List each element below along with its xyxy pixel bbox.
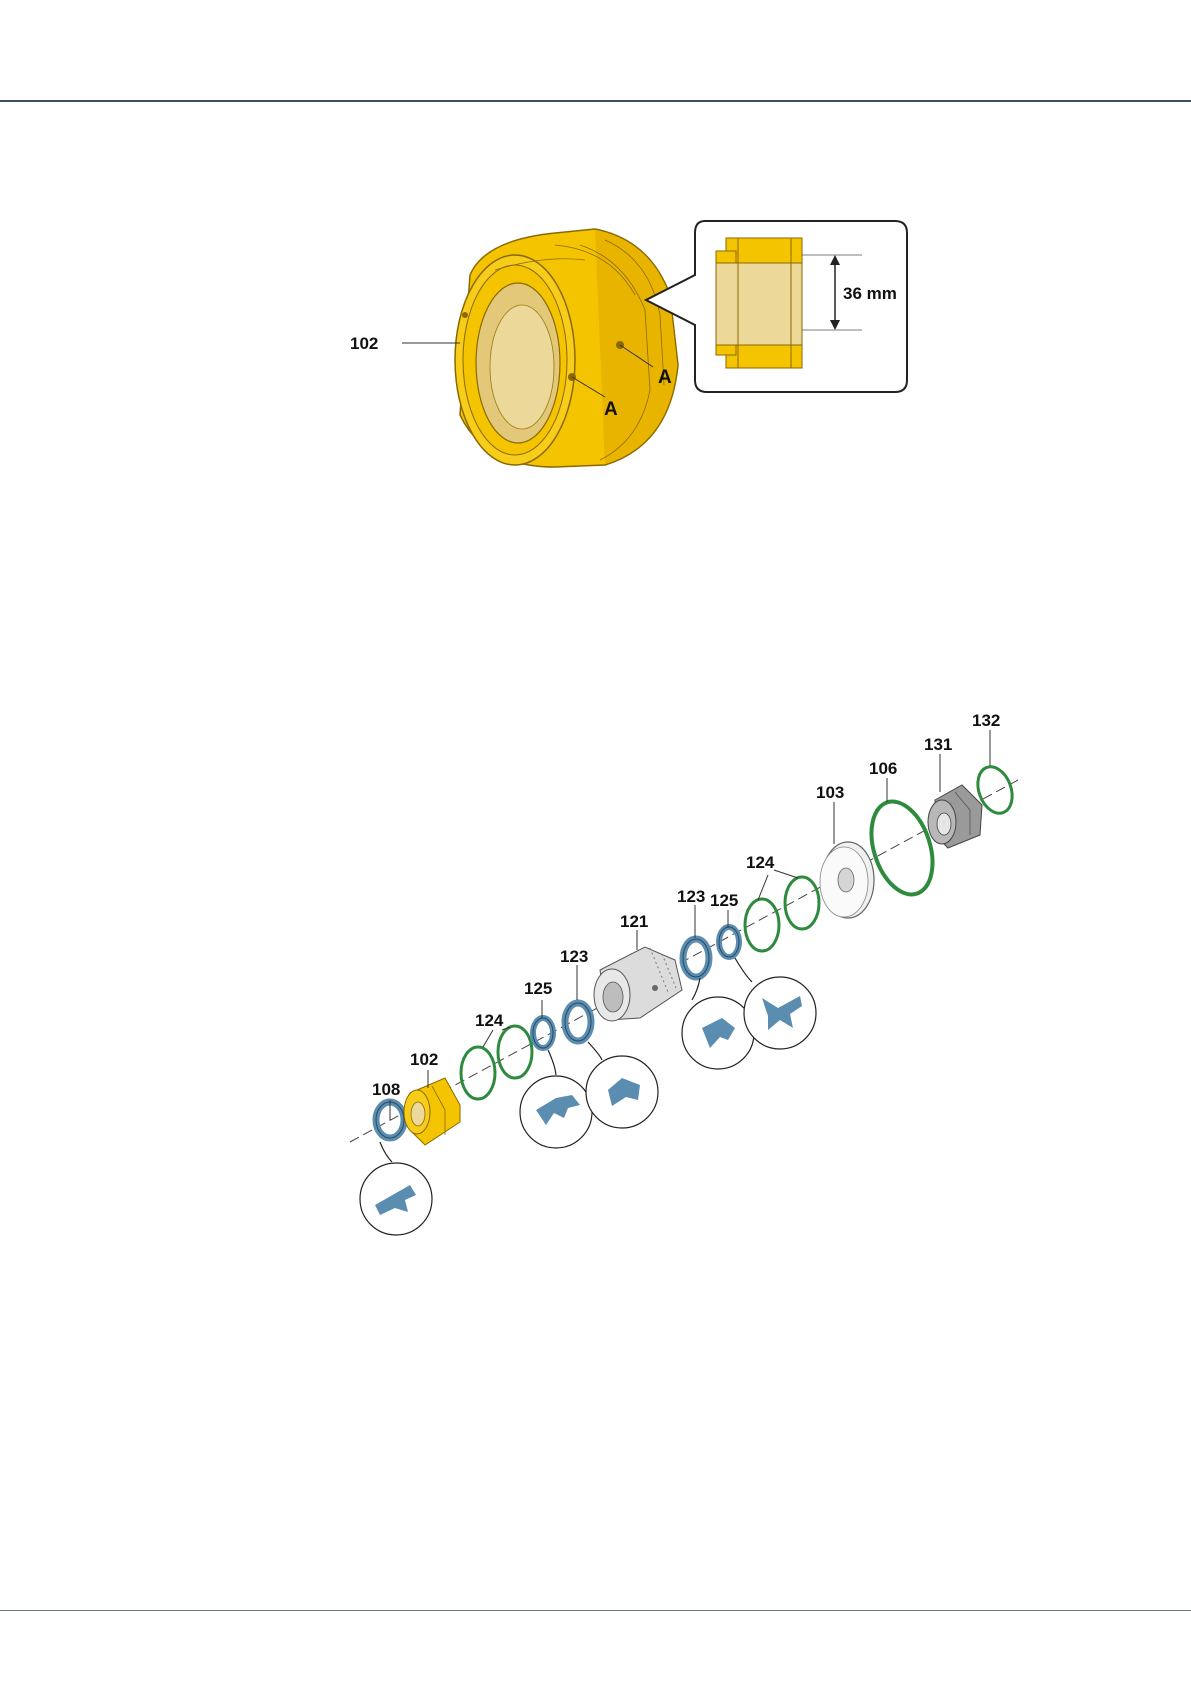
label-124-right: 124 xyxy=(746,853,775,872)
label-123-left: 123 xyxy=(560,947,588,966)
part-125-seal-right xyxy=(719,927,739,957)
label-125-left: 125 xyxy=(524,979,552,998)
marker-a-left: A xyxy=(604,399,618,420)
label-123-right: 123 xyxy=(677,887,705,906)
header-rule xyxy=(0,100,1191,102)
label-106: 106 xyxy=(869,759,897,778)
label-131: 131 xyxy=(924,735,952,754)
exploded-assembly-figure: 108 102 124 125 123 xyxy=(350,750,1030,1270)
dimension-label: 36 mm xyxy=(843,284,897,303)
part-102-sleeve xyxy=(404,1078,460,1145)
label-124-left: 124 xyxy=(475,1011,504,1030)
part-124-orings-right xyxy=(745,877,819,951)
part-108-profile-detail xyxy=(360,1142,432,1235)
part-103-disc xyxy=(820,842,874,918)
part-125-seal-left xyxy=(533,1018,553,1048)
label-132: 132 xyxy=(972,711,1000,730)
label-121: 121 xyxy=(620,912,648,931)
part-123-seal-right xyxy=(683,939,709,977)
part-123-profile-detail-right xyxy=(682,978,754,1069)
sleeve-part-label: 102 xyxy=(350,334,378,353)
label-103: 103 xyxy=(816,783,844,802)
sleeve-102-drawing xyxy=(455,229,678,467)
label-102: 102 xyxy=(410,1050,438,1069)
part-131-nut xyxy=(928,785,982,848)
sleeve-figure: 102 A A 36 mm xyxy=(350,215,980,485)
marker-a-right: A xyxy=(658,367,672,388)
footer-rule xyxy=(0,1610,1191,1611)
label-108: 108 xyxy=(372,1080,400,1099)
part-123-profile-detail-left xyxy=(586,1042,658,1128)
part-123-seal-left xyxy=(565,1003,591,1041)
part-121-housing xyxy=(594,947,682,1021)
label-125-right: 125 xyxy=(710,891,738,910)
